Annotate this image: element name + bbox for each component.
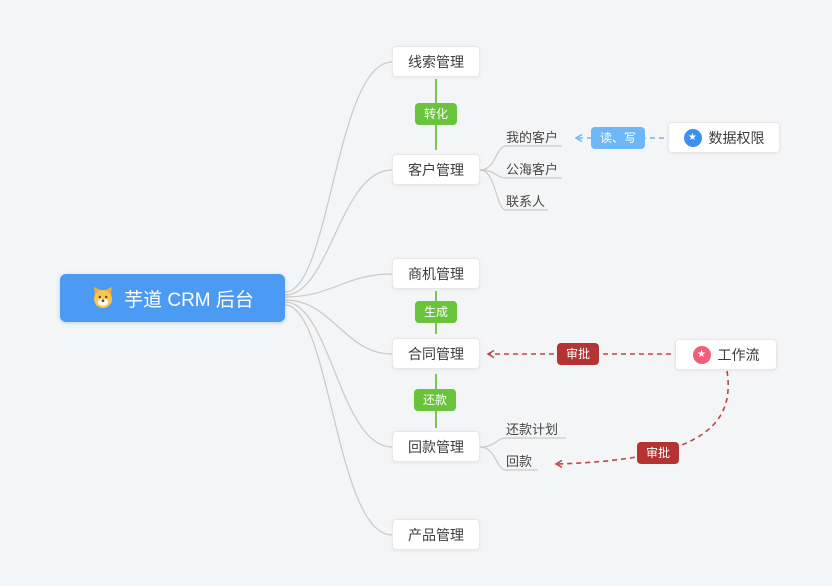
node-label: 商机管理 — [408, 265, 464, 282]
star-icon: ★ — [683, 128, 702, 147]
node-customer-management[interactable]: 客户管理 — [392, 154, 480, 185]
node-label: 数据权限 — [708, 129, 765, 146]
node-label: 产品管理 — [408, 526, 464, 543]
dog-logo-icon — [91, 286, 115, 310]
edge-label-approve-contract: 审批 — [556, 343, 600, 365]
node-label: 工作流 — [717, 346, 760, 363]
node-product-management[interactable]: 产品管理 — [392, 519, 480, 550]
edge-label-convert: 转化 — [414, 103, 458, 125]
node-repayment-plan[interactable]: 还款计划 — [506, 422, 559, 437]
node-label: 合同管理 — [408, 345, 464, 362]
node-label: 回款管理 — [408, 438, 464, 455]
node-opportunity-management[interactable]: 商机管理 — [392, 258, 480, 289]
edge-label-approve-receipt: 审批 — [636, 442, 680, 464]
node-contacts[interactable]: 联系人 — [506, 194, 546, 209]
node-my-customers[interactable]: 我的客户 — [506, 130, 559, 145]
edge-label-generate: 生成 — [414, 301, 458, 323]
node-receipt[interactable]: 回款 — [506, 454, 533, 469]
root-branch-curves — [284, 61, 393, 536]
node-contract-management[interactable]: 合同管理 — [392, 338, 480, 369]
node-label: 客户管理 — [408, 161, 464, 178]
edge-label-repay: 还款 — [413, 389, 457, 411]
node-workflow[interactable]: ★ 工作流 — [675, 339, 777, 370]
node-label: 线索管理 — [408, 53, 464, 70]
receivable-sub-branches — [479, 437, 566, 471]
root-node-crm[interactable]: 芋道 CRM 后台 — [60, 274, 285, 322]
customer-sub-branches — [479, 145, 562, 211]
node-data-permission[interactable]: ★ 数据权限 — [668, 122, 780, 153]
edge-label-read-write: 读、写 — [590, 127, 646, 149]
node-lead-management[interactable]: 线索管理 — [392, 46, 480, 77]
node-receivable-management[interactable]: 回款管理 — [392, 431, 480, 462]
star-icon: ★ — [692, 345, 711, 364]
root-node-label: 芋道 CRM 后台 — [124, 289, 254, 311]
approve-receipt-arrow — [554, 370, 729, 468]
node-public-sea-customers[interactable]: 公海客户 — [506, 162, 559, 177]
